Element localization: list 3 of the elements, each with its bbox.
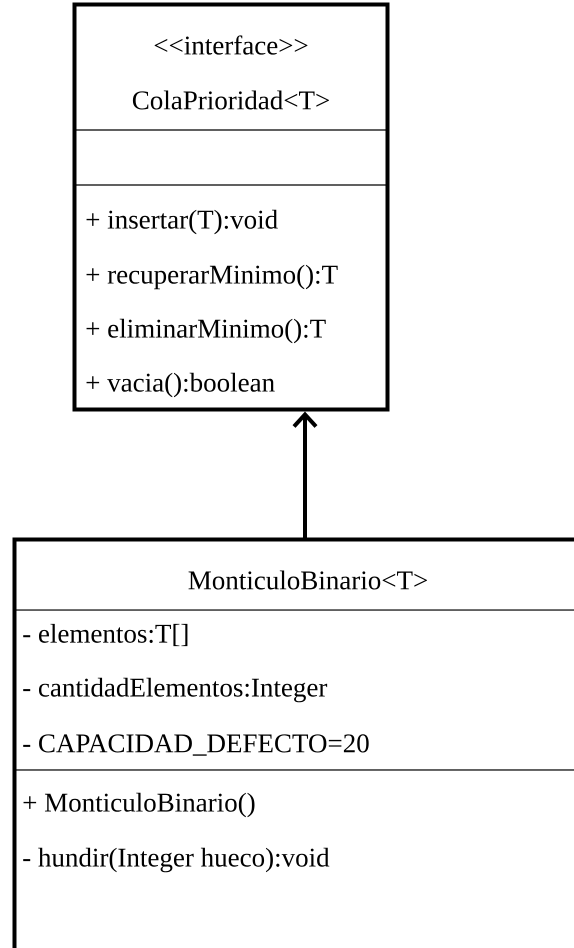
arrow: [292, 412, 318, 538]
class-box: MonticuloBinario<T> - elementos:T[] - cantidadElementos:Integer - CAPACIDAD_DEFECTO=20 + MonticuloBinario() - hundir(Integer hueco):void: [12, 538, 574, 948]
class-box: <<interface>> ColaPrioridad<T> + insertar(T):void + recuperarMinimo():T + eliminarMinimo():T + vacia():boolean: [72, 2, 390, 412]
